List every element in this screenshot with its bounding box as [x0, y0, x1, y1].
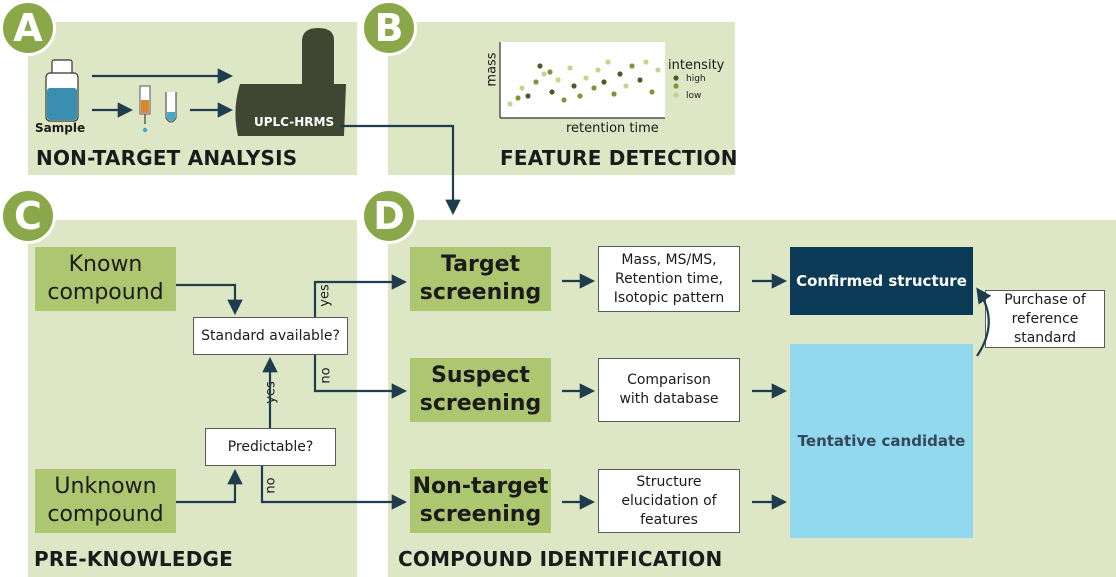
tentative-candidate-box: Tentative candidate [790, 344, 973, 538]
vial-icon [165, 92, 177, 123]
feature-point [555, 77, 561, 83]
sample-label: Sample [35, 121, 86, 135]
panel-a-title: NON-TARGET ANALYSIS [36, 146, 298, 170]
legend-swatch [673, 83, 679, 89]
nontarget-screening-box: Non-target screening [410, 469, 551, 533]
scatter-xlabel: retention time [566, 121, 659, 136]
suspect-screening-box: Suspect screening [410, 358, 551, 422]
panel-d-title: COMPOUND IDENTIFICATION [398, 547, 723, 571]
feature-point [525, 93, 531, 99]
legend-label-high: high [686, 74, 706, 84]
target-screening-box: Target screening [410, 247, 551, 311]
sample-bottle-icon [45, 59, 79, 122]
confirmed-structure-box: Confirmed structure [790, 247, 973, 315]
feature-point [601, 79, 607, 85]
uplc-hrms-instrument-icon [235, 28, 346, 136]
feature-point [567, 65, 573, 71]
nontarget-criteria-box: Structure elucidation of features [598, 469, 740, 533]
legend-swatch [673, 75, 679, 81]
feature-point [595, 67, 601, 73]
target-criteria-box: Mass, MS/MS, Retention time, Isotopic pa… [598, 246, 740, 312]
feature-point [515, 95, 521, 101]
feature-point [541, 71, 547, 77]
feature-point [591, 85, 597, 91]
legend-title: intensity [668, 58, 725, 73]
predictable-box: Predictable? [205, 428, 336, 466]
feature-point [617, 71, 623, 77]
instrument-label: UPLC-HRMS [254, 115, 335, 129]
legend-label-low: low [686, 91, 702, 101]
suspect-criteria-box: Comparison with database [598, 358, 740, 422]
panel-c-title: PRE-KNOWLEDGE [34, 547, 234, 571]
feature-point [583, 75, 589, 81]
feature-point [629, 63, 635, 69]
badge-c: C [0, 188, 56, 244]
feature-point [507, 101, 513, 107]
feature-point [643, 59, 649, 65]
purchase-reference-box: Purchase of reference standard [985, 290, 1105, 348]
feature-point [537, 63, 543, 69]
legend-swatch [673, 92, 679, 98]
feature-point [561, 97, 567, 103]
feature-point [547, 69, 553, 75]
feature-point [577, 93, 583, 99]
feature-point [605, 59, 611, 65]
feature-point [549, 89, 555, 95]
badge-b: B [361, 0, 417, 56]
feature-point [611, 91, 617, 97]
feature-point [533, 79, 539, 85]
known-compound-box: Known compound [35, 247, 176, 311]
unknown-compound-box: Unknown compound [35, 469, 176, 533]
standard-available-box: Standard available? [193, 317, 348, 355]
feature-point [655, 67, 661, 73]
feature-point [519, 85, 525, 91]
feature-point [637, 77, 643, 83]
feature-point [623, 83, 629, 89]
feature-point [649, 89, 655, 95]
badge-a: A [0, 0, 56, 56]
feature-point [571, 83, 577, 89]
syringe-icon [139, 85, 151, 133]
panel-b-title: FEATURE DETECTION [500, 146, 738, 170]
badge-d: D [361, 188, 417, 244]
